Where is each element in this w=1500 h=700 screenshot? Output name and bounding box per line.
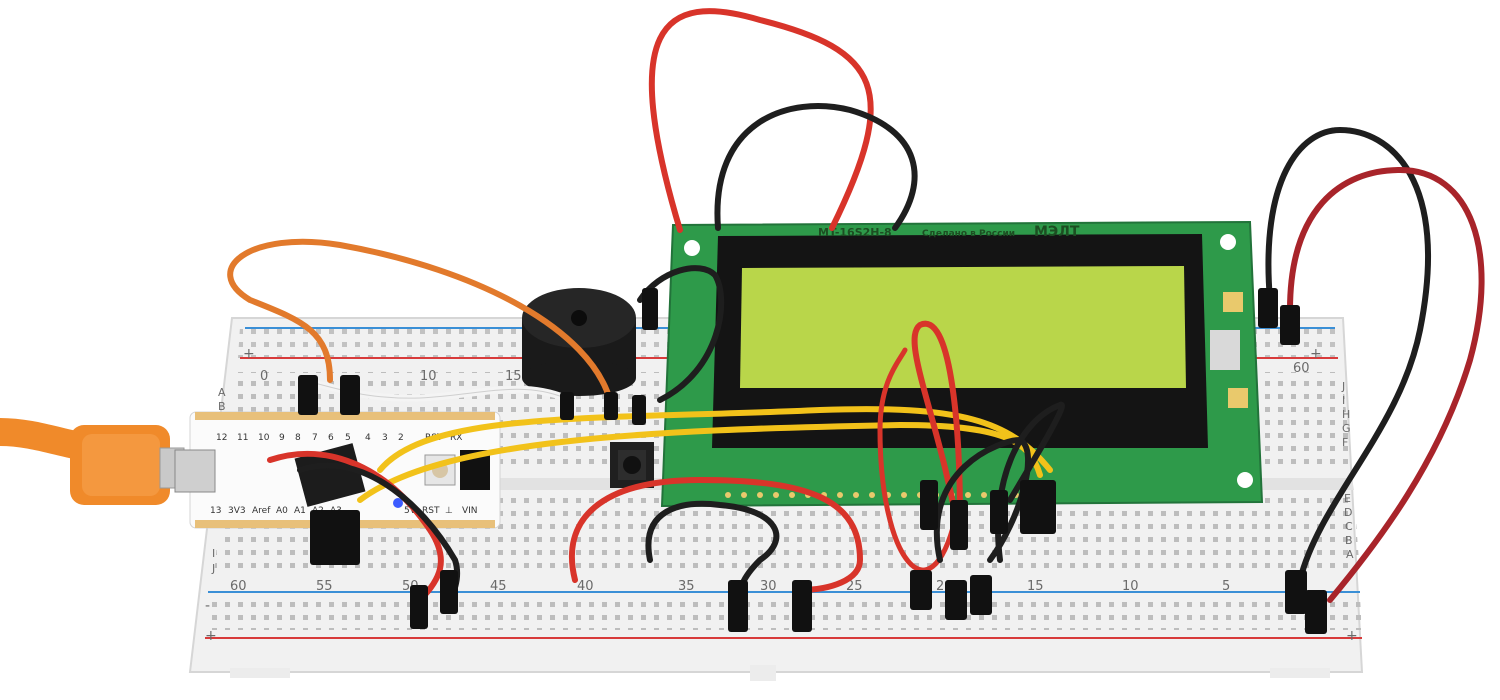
wire-red-center xyxy=(911,320,963,543)
bottom-number: 15 xyxy=(1027,579,1044,594)
wires xyxy=(227,8,1485,603)
wire-yellow-1 xyxy=(377,406,1053,473)
pin-label: 4 xyxy=(365,433,371,443)
pin-label: Aref xyxy=(252,506,271,516)
right-number-60: 60 xyxy=(1293,361,1310,376)
usb-cable xyxy=(0,418,185,505)
pin-label: 13 xyxy=(210,506,221,516)
right-row-letter: B xyxy=(1345,534,1353,547)
pin-label: 9 xyxy=(279,433,285,443)
pin-label: 3V3 xyxy=(228,506,246,516)
right-row-letter: F xyxy=(1342,436,1348,449)
pin-label: 11 xyxy=(237,433,248,443)
wire-black-lcd xyxy=(637,265,725,403)
push-button[interactable] xyxy=(610,442,654,488)
wire-black-right-2 xyxy=(933,436,1031,563)
wire-black-top xyxy=(714,103,918,231)
wire-white-edge xyxy=(299,379,566,399)
bottom-number: 55 xyxy=(316,579,333,594)
bottom-number: 40 xyxy=(577,579,594,594)
lcd-screen xyxy=(740,266,1186,388)
pin-label: 3 xyxy=(382,433,388,443)
row-letter-a: A xyxy=(218,386,226,399)
pin-label: 2 xyxy=(398,433,404,443)
top-number-15: 15 xyxy=(505,369,522,384)
pin-label: ⊥ xyxy=(445,506,453,516)
row-letter-b: B xyxy=(218,400,226,413)
pin-label: 5 xyxy=(345,433,351,443)
right-letter-column: J I H G F E D C B A xyxy=(1341,380,1354,561)
right-row-letter: J xyxy=(1341,380,1345,393)
pin-label: 12 xyxy=(216,433,227,443)
rail-minus-bottom: - xyxy=(205,598,210,614)
bottom-number: 35 xyxy=(678,579,695,594)
wire-black-mid xyxy=(645,500,780,603)
lcd-made-in-label: Сделано в России xyxy=(922,229,1015,239)
right-row-letter: A xyxy=(1346,548,1354,561)
right-row-letter: G xyxy=(1342,422,1351,435)
row-letter-j: J xyxy=(211,562,215,575)
top-number-0: 0 xyxy=(260,369,268,384)
wire-red-mid xyxy=(568,476,864,593)
rail-plus-bottom-right: + xyxy=(1346,628,1358,644)
lcd-model-label: MT-16S2H-8 xyxy=(818,226,892,239)
wire-black-far-right xyxy=(1265,126,1432,583)
pin-label: RX xyxy=(450,433,462,443)
lcd-module: MT-16S2H-8 Сделано в России МЭЛТ xyxy=(660,220,1264,508)
pin-label: VIN xyxy=(462,506,478,516)
micro-usb-port xyxy=(174,449,216,493)
rail-plus-top: + xyxy=(243,346,255,362)
bottom-number: 45 xyxy=(490,579,507,594)
wire-red-loop xyxy=(877,347,958,573)
lcd-brand-logo: МЭЛТ xyxy=(1034,224,1080,240)
pin-label: A0 xyxy=(276,506,288,516)
bottom-number: 5 xyxy=(1222,579,1230,594)
buzzer xyxy=(522,288,636,396)
pin-label: RST xyxy=(422,506,440,516)
right-row-letter: D xyxy=(1344,506,1352,519)
rail-plus-bottom: + xyxy=(205,628,217,644)
bottom-number: 30 xyxy=(760,579,777,594)
right-row-letter: C xyxy=(1345,520,1353,533)
pin-label: 10 xyxy=(258,433,270,443)
wire-orange xyxy=(227,238,613,403)
right-row-letter: I xyxy=(1342,394,1345,407)
bottom-number: 25 xyxy=(846,579,863,594)
rail-plus-top-right: + xyxy=(1310,346,1322,362)
pin-label: 5V xyxy=(404,506,417,516)
wire-connectors xyxy=(298,288,1327,634)
pin-label: 8 xyxy=(295,433,301,443)
bottom-number: 10 xyxy=(1122,579,1139,594)
bottom-number: 60 xyxy=(230,579,247,594)
pin-label: A1 xyxy=(294,506,306,516)
right-row-letter: E xyxy=(1344,492,1351,505)
status-led xyxy=(393,498,403,508)
wire-red-far-right xyxy=(1287,166,1485,603)
row-letter-i: I xyxy=(212,547,215,560)
top-number-10: 10 xyxy=(420,369,437,384)
right-row-letter: H xyxy=(1342,408,1350,421)
pin-label: 6 xyxy=(328,433,334,443)
pin-label: 7 xyxy=(312,433,318,443)
